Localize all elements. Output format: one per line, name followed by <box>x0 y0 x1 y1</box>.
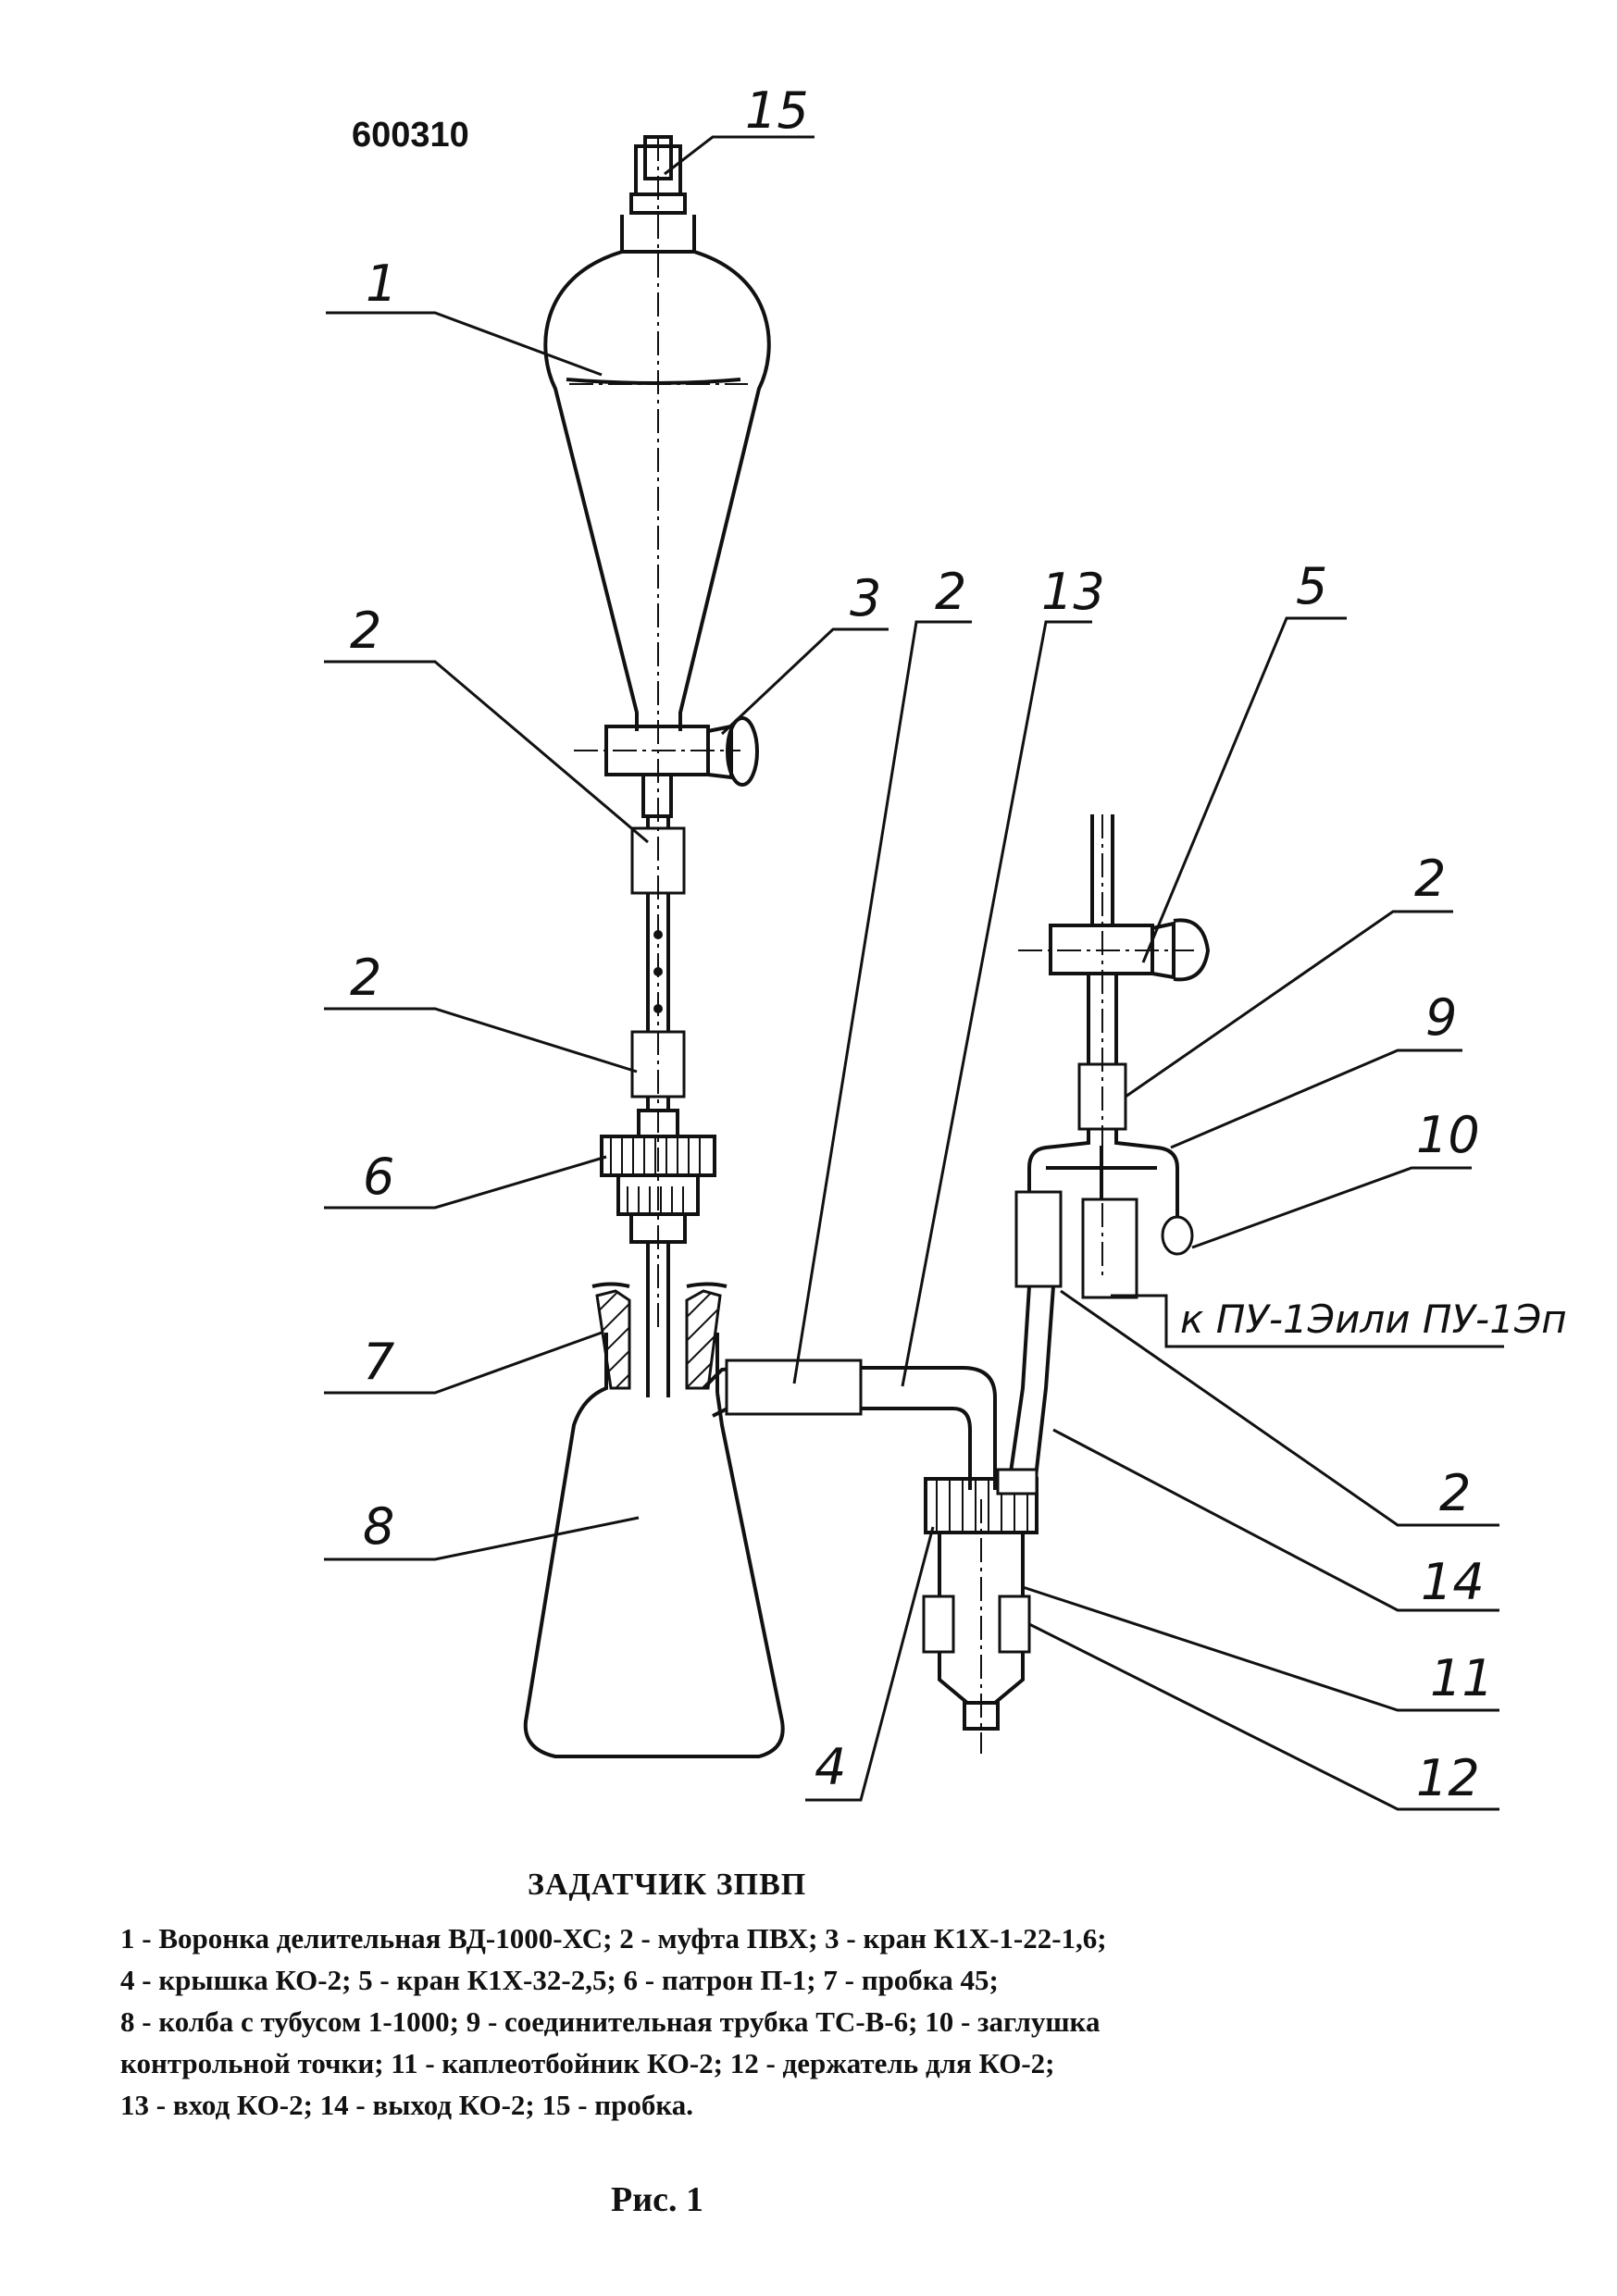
legend-line: контрольной точки; 11 - каплеотбойник КО… <box>120 2047 1055 2079</box>
legend-line: 1 - Воронка делительная ВД-1000-ХС; 2 - … <box>120 1922 1107 1955</box>
outlet-to-pu <box>1081 1198 1138 1299</box>
callout-7: 7 <box>363 1333 394 1391</box>
callout-11: 11 <box>1430 1649 1494 1707</box>
pvc-muff-2c <box>725 1359 863 1416</box>
legend: 1 - Воронка делительная ВД-1000-ХС; 2 - … <box>120 1917 1490 2126</box>
callout-10: 10 <box>1416 1106 1480 1164</box>
pvc-muff-2e <box>1014 1190 1063 1288</box>
callout-2-muff-mid: 2 <box>350 949 381 1007</box>
callout-5: 5 <box>1296 557 1327 615</box>
callout-4: 4 <box>815 1738 846 1796</box>
callout-8: 8 <box>363 1497 394 1556</box>
holder-12-left <box>922 1595 955 1654</box>
callout-3: 3 <box>850 569 881 627</box>
stopcock-3 <box>604 716 759 818</box>
callout-14: 14 <box>1421 1553 1485 1611</box>
document-number: 600310 <box>352 116 469 155</box>
flask-8 <box>523 1282 785 1758</box>
legend-line: 4 - крышка КО-2; 5 - кран К1Х-32-2,5; 6 … <box>120 1964 999 1996</box>
callout-12: 12 <box>1416 1749 1480 1807</box>
outlet-tube-14 <box>996 1285 1055 1496</box>
figure-title: ЗАДАТЧИК ЗПВП <box>528 1868 807 1902</box>
leader-lines <box>324 135 1504 1811</box>
callout-9: 9 <box>1425 988 1457 1047</box>
callout-1: 1 <box>366 254 397 313</box>
inlet-tube-13 <box>725 1359 997 1490</box>
stopper-7 <box>595 1240 722 1397</box>
figure-caption: Рис. 1 <box>611 2180 703 2219</box>
separating-funnel-1 <box>543 215 771 731</box>
connection-label: к ПУ-1Эили ПУ-1Эп <box>1180 1297 1567 1342</box>
callouts: 15 1 3 2 2 6 7 8 2 13 5 2 9 10 к ПУ-1Эил… <box>350 81 1567 1807</box>
callout-13: 13 <box>1041 563 1105 621</box>
plug-10 <box>1161 1215 1194 1256</box>
callout-2-muff-right-top: 2 <box>1414 850 1446 908</box>
callout-6: 6 <box>363 1148 394 1206</box>
legend-line: 8 - колба с тубусом 1-1000; 9 - соединит… <box>120 2005 1101 2038</box>
callout-2-muff-top: 2 <box>350 602 381 660</box>
callout-15: 15 <box>745 81 809 140</box>
drop-separator-11 <box>922 1477 1039 1754</box>
connecting-tube-9 <box>1014 1129 1194 1299</box>
legend-line: 13 - вход КО-2; 14 - выход КО-2; 15 - пр… <box>120 2089 694 2121</box>
apparatus-drawing: 600310 <box>324 81 1567 1811</box>
callout-2-muff-right-bottom: 2 <box>1439 1464 1471 1522</box>
callout-2-muff-horizontal: 2 <box>935 563 966 621</box>
holder-12-right <box>998 1595 1031 1654</box>
